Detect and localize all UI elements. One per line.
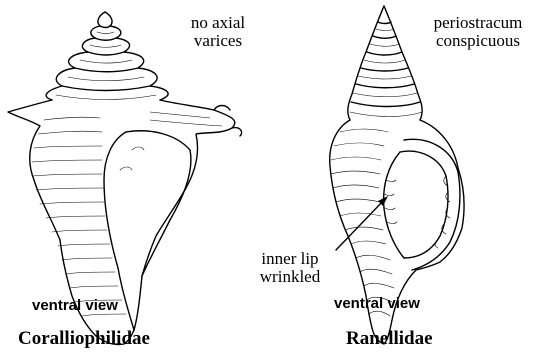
right-family-name: Ranellidae bbox=[346, 329, 433, 349]
pointer-line1: inner lip bbox=[242, 250, 338, 268]
inner-lip-pointer-label: inner lip wrinkled bbox=[242, 250, 338, 286]
right-note-line1: periostracum bbox=[418, 14, 538, 32]
left-family-name: Coralliophilidae bbox=[18, 329, 150, 349]
right-note-line2: conspicuous bbox=[418, 32, 538, 50]
right-view-label: ventral view bbox=[334, 296, 420, 312]
pointer-line2: wrinkled bbox=[242, 268, 338, 286]
left-note-line1: no axial bbox=[168, 14, 268, 32]
right-note: periostracum conspicuous bbox=[418, 14, 538, 50]
left-note: no axial varices bbox=[168, 14, 268, 50]
coralliophilid-shell-drawing bbox=[8, 12, 242, 345]
left-note-line2: varices bbox=[168, 32, 268, 50]
left-view-label: ventral view bbox=[32, 298, 118, 314]
ranellid-shell-drawing bbox=[330, 6, 464, 344]
